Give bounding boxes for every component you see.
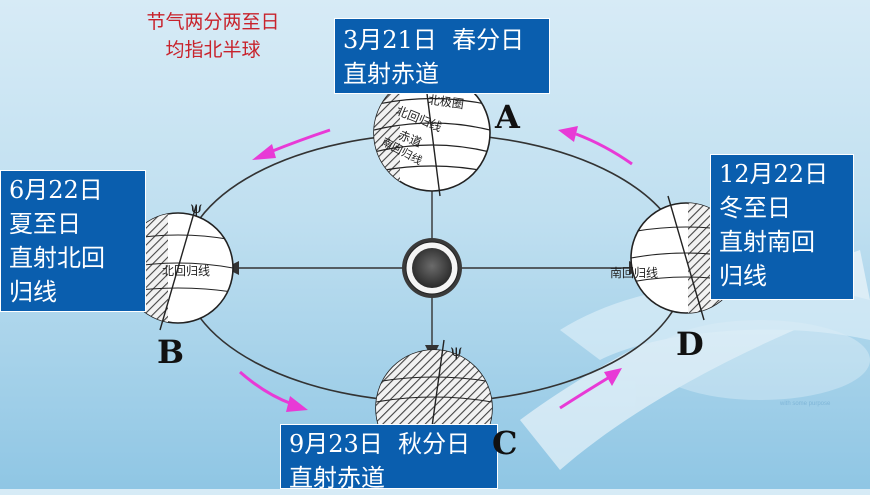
arrow-c-to-d [559, 376, 609, 410]
desc-c: 直射赤道 [289, 464, 385, 492]
desc-d-1: 直射南回 [719, 228, 815, 256]
arrowhead-a-to-b [252, 144, 276, 160]
orbit-arrows [239, 126, 633, 412]
info-box-spring-equinox: 3月21日 春分日 直射赤道 [334, 18, 550, 94]
background-swoosh [520, 250, 870, 470]
desc-b-2: 归线 [9, 278, 57, 306]
point-label-c: C [492, 424, 518, 462]
desc-a: 直射赤道 [343, 60, 439, 88]
date-b: 6月22日 [9, 176, 103, 204]
arrow-a-to-b [269, 128, 331, 154]
term-d: 冬至日 [719, 194, 791, 222]
arrowhead-c-to-d [604, 368, 622, 386]
arrow-d-to-a [575, 132, 633, 166]
term-c: 秋分日 [398, 430, 471, 458]
point-label-b: B [157, 333, 185, 371]
note-line-1: 节气两分两至日 [146, 11, 280, 33]
globe-a [373, 69, 491, 197]
note-line-2: 均指北半球 [165, 39, 261, 61]
label-tropic-capricorn-d: 南回归线 [610, 266, 659, 280]
sun [402, 238, 462, 298]
point-label-a: A [495, 98, 520, 136]
term-a: 春分日 [452, 26, 525, 54]
date-d: 12月22日 [719, 160, 829, 188]
label-tropic-cancer-b: 北回归线 [162, 264, 211, 278]
arrow-b-to-c [239, 370, 293, 406]
date-c: 9月23日 [289, 430, 383, 458]
svg-text:ψ: ψ [190, 198, 203, 217]
info-box-summer-solstice: 6月22日 夏至日 直射北回 归线 [0, 170, 146, 312]
desc-d-2: 归线 [719, 262, 767, 290]
term-b: 夏至日 [9, 210, 81, 238]
arrowhead-b-to-c [286, 396, 308, 412]
desc-b-1: 直射北回 [9, 244, 105, 272]
info-box-winter-solstice: 12月22日 冬至日 直射南回 归线 [710, 154, 854, 300]
arrowhead-d-to-a [558, 126, 578, 142]
svg-text:ψ: ψ [450, 341, 463, 360]
date-a: 3月21日 [343, 26, 437, 54]
hemisphere-note: 节气两分两至日 均指北半球 [128, 8, 298, 64]
info-box-autumn-equinox: 9月23日 秋分日 直射赤道 [280, 424, 498, 492]
watermark-text: with some purpose [779, 401, 831, 407]
point-label-d: D [676, 325, 704, 363]
